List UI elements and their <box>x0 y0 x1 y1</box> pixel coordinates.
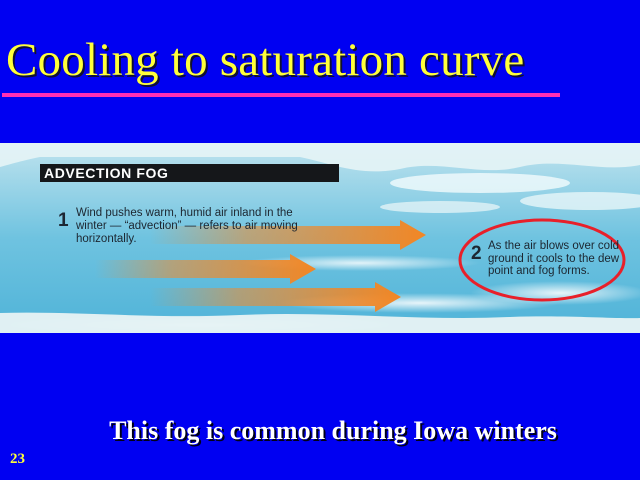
cloud-wisp <box>380 201 500 213</box>
slide-caption: This fog is common during Iowa winters <box>109 416 557 445</box>
advection-fog-illustration: ADVECTION FOG 1 Wind pushes warm, humid … <box>0 143 640 333</box>
title-underline <box>2 93 560 97</box>
wind-arrow <box>150 282 401 312</box>
red-ellipse-highlight <box>458 218 626 302</box>
step-1-number: 1 <box>58 210 69 231</box>
wind-arrow <box>95 254 316 284</box>
step-2-text: As the air blows over cold ground it coo… <box>488 240 620 277</box>
cloud-wisp <box>390 173 570 193</box>
fog-wisp <box>470 281 640 305</box>
wind-arrow <box>150 220 426 250</box>
slide-title: Cooling to saturation curve <box>6 34 525 86</box>
upper-cloud-band <box>0 143 640 172</box>
ground-strip <box>0 312 640 333</box>
heading-text: ADVECTION FOG <box>44 165 169 181</box>
step-2-number: 2 <box>471 243 482 264</box>
advection-fog-heading: ADVECTION FOG <box>40 164 339 182</box>
step-1-text: Wind pushes warm, humid air inland in th… <box>76 207 298 245</box>
slide-number: 23 <box>10 451 25 467</box>
cloud-wisp <box>520 192 640 210</box>
